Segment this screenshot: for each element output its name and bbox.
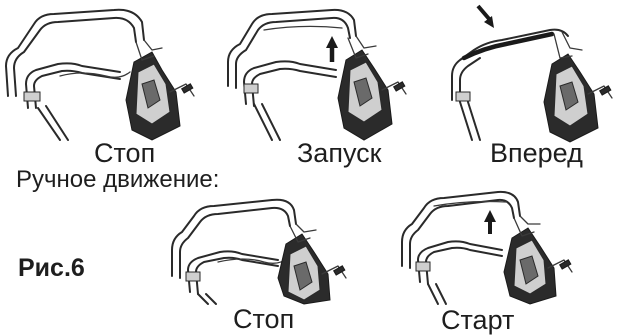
caption-manual-start: Старт: [441, 307, 514, 334]
handle-manual-start-diagram: [398, 182, 594, 304]
caption-forward: Вперед: [490, 140, 583, 167]
figure-label: Рис.6: [18, 256, 85, 281]
caption-manual-stop: Стоп: [233, 306, 294, 333]
handle-forward-diagram: [434, 0, 624, 142]
caption-stop: Стоп: [94, 140, 155, 167]
caption-start: Запуск: [297, 140, 381, 167]
handle-manual-stop-diagram: [168, 186, 364, 304]
handle-start-diagram: [222, 0, 418, 142]
handle-stop-diagram: [2, 0, 208, 142]
